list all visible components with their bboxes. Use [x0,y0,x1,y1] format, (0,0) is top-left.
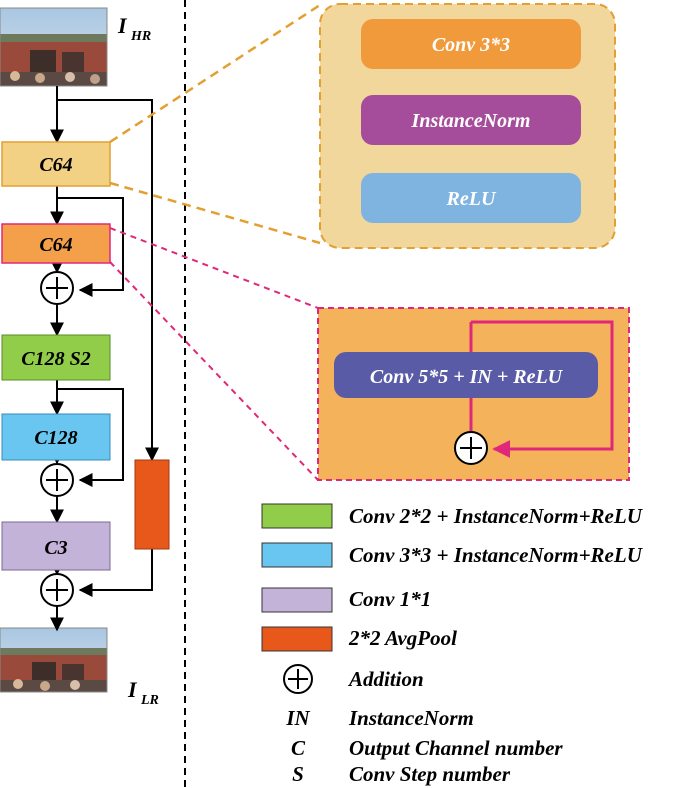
key-in-text: InstanceNorm [348,706,474,730]
legend-label-1: Conv 2*2 + InstanceNorm+ReLU [349,504,644,528]
addition-node-2 [40,463,74,497]
c64-block-b: C64 [1,223,111,264]
pipeline-connections [50,86,159,632]
detail-b-addition [454,431,488,465]
output-subscript: LR [140,693,159,708]
detail-b-skip [471,320,614,458]
legend-label-4: 2*2 AvgPool [348,626,457,650]
key-s-text: Conv Step number [349,762,511,786]
zoom-line-a-top [109,3,321,144]
addition-node-3 [40,573,74,607]
legend-swatch-purple [261,587,333,613]
legend-swatch-green [261,503,333,529]
zoom-line-b-top [109,227,319,309]
c3-label: C3 [44,537,67,559]
instancenorm-block [361,95,581,145]
legend-swatch-orange [261,626,333,652]
legend-swatch-blue [261,542,333,568]
key-in-symbol: IN [285,706,310,730]
c128-s2-block: C128 S2 [1,334,111,381]
output-label: I [127,677,138,702]
key-c-symbol: C [291,736,306,760]
c128-s2-label: C128 S2 [21,348,90,370]
c3-block: C3 [1,521,111,571]
avgpool-block [134,459,170,550]
relu-block [361,173,581,223]
conv3x3-label: Conv 3*3 [432,34,510,56]
legend-label-3: Conv 1*1 [349,587,431,611]
input-image [0,7,108,87]
zoom-line-a-bottom [109,181,321,245]
key-addition-text: Addition [347,667,424,691]
instancenorm-label: InstanceNorm [411,110,531,132]
legend: Conv 2*2 + InstanceNorm+ReLU Conv 3*3 + … [261,503,644,786]
c128-block: C128 [1,413,111,461]
c128-label: C128 [34,427,77,449]
detail-panel-c64b: Conv 5*5 + IN + ReLU [317,307,630,481]
key-c-text: Output Channel number [349,736,563,760]
relu-label: ReLU [446,188,497,210]
input-label: I [117,13,128,38]
output-image [0,627,108,693]
legend-label-2: Conv 3*3 + InstanceNorm+ReLU [349,543,644,567]
conv3x3-block [361,19,581,69]
conv5x5-block [334,352,598,398]
key-s-symbol: S [292,762,304,786]
detail-panel-c64a: Conv 3*3 InstanceNorm ReLU [319,3,616,249]
conv5x5-label: Conv 5*5 + IN + ReLU [370,366,564,388]
c64-block-a: C64 [1,141,111,187]
input-subscript: HR [130,29,151,44]
addition-node-1 [40,271,74,305]
c64-b-label: C64 [39,234,72,256]
c64-a-label: C64 [39,154,72,176]
zoom-line-b-bottom [109,261,319,481]
legend-addition-symbol [283,664,313,694]
